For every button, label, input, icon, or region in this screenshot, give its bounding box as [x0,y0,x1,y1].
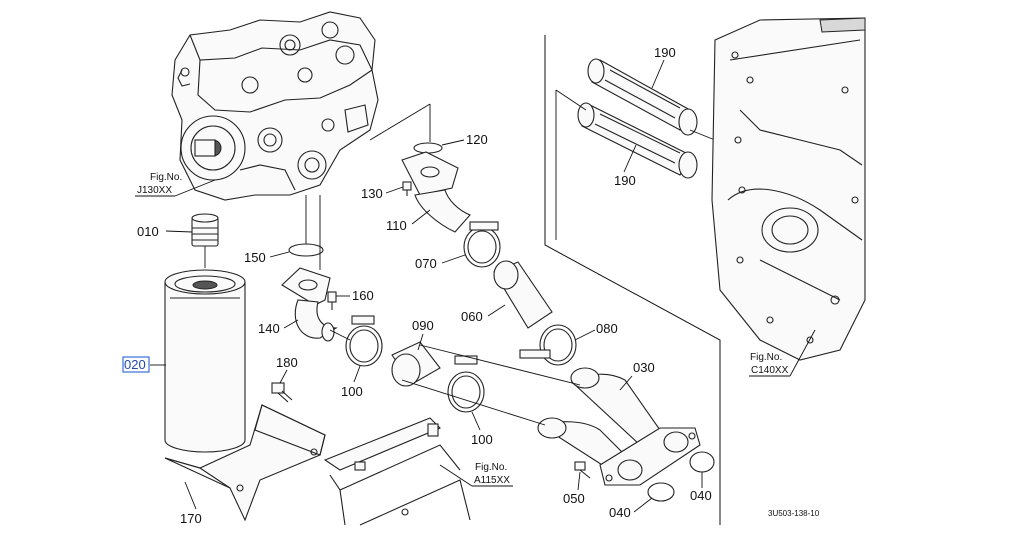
frame-rail-illustration [323,417,471,526]
figure-ref-c140[interactable]: Fig.No. C140XX [749,329,816,377]
callout-130[interactable]: 130 [361,186,404,201]
part-number-label: 080 [596,321,618,336]
part-130-bolt [402,181,412,196]
part-100-clamp-lower [447,355,485,413]
part-number-label: 090 [412,318,434,333]
figure-ref-j130[interactable]: Fig.No. J130XX [135,172,216,197]
part-number-label: 120 [466,132,488,147]
part-number-label: 130 [361,186,383,201]
part-number-label: 100 [471,432,493,447]
callout-020[interactable]: 020 [122,356,166,373]
part-120-oring [413,142,443,154]
part-040-oring-b [689,451,715,473]
part-080-clamp [519,324,577,366]
part-070-clamp [463,221,501,268]
part-number-label: 060 [461,309,483,324]
callout-120[interactable]: 120 [441,132,488,147]
callout-180[interactable]: 180 [276,355,298,384]
callout-070[interactable]: 070 [415,254,466,271]
figure-ref-code: J130XX [137,185,172,196]
figure-ref-label: Fig.No. [150,172,182,183]
callout-150[interactable]: 150 [244,250,290,265]
part-040-oring-a [647,482,675,502]
callout-100-lower[interactable]: 100 [471,411,493,447]
callout-170[interactable]: 170 [180,481,202,526]
callout-190-upper[interactable]: 190 [651,45,676,89]
selected-part-highlight [122,356,150,373]
part-number-label: 040 [609,505,631,520]
callout-040-right[interactable]: 040 [690,472,712,503]
part-020-filter [164,269,246,453]
part-number-label: 160 [352,288,374,303]
part-190-filter-lower [577,102,698,179]
part-number-label: 190 [614,173,636,188]
callout-040-left[interactable]: 040 [609,497,653,520]
part-060-hose [493,260,553,329]
figure-ref-a115[interactable]: Fig.No. A115XX [439,462,513,487]
callout-050[interactable]: 050 [563,471,585,506]
part-050-bolt [574,461,591,479]
figure-ref-code: A115XX [474,475,510,486]
part-010-adapter [191,213,219,247]
part-number-label: 040 [690,488,712,503]
part-170-bracket [164,404,326,522]
callout-190-lower[interactable]: 190 [614,144,637,188]
callout-090[interactable]: 090 [412,318,434,351]
callout-060[interactable]: 060 [461,304,506,324]
part-100-clamp-upper [345,315,383,367]
figure-ref-code: C140XX [751,365,789,376]
transmission-housing-illustration [711,17,866,361]
callout-030[interactable]: 030 [619,360,655,391]
part-number-label: 100 [341,384,363,399]
part-number-label: 070 [415,256,437,271]
part-190-filter-upper [587,58,698,136]
hydraulic-pump-illustration [171,11,379,201]
part-110-elbow [401,151,471,233]
part-030-pipe [537,367,701,486]
figure-ref-label: Fig.No. [475,462,507,473]
part-number-label: 170 [180,511,202,526]
part-140-elbow [281,267,338,342]
figure-ref-label: Fig.No. [750,352,782,363]
callout-100-upper[interactable]: 100 [341,365,363,399]
callout-110[interactable]: 110 [386,209,431,233]
part-number-label: 020 [124,357,146,372]
part-number-label: 150 [244,250,266,265]
part-090-hose [391,341,441,387]
part-number-label: 010 [137,224,159,239]
callout-140[interactable]: 140 [258,319,299,336]
callout-160[interactable]: 160 [336,288,374,303]
part-number-label: 140 [258,321,280,336]
part-number-label: 050 [563,491,585,506]
part-number-label: 190 [654,45,676,60]
part-180-bolt [271,382,293,403]
callout-010[interactable]: 010 [137,224,193,239]
part-160-bolt [327,291,337,310]
drawing-code: 3U503-138-10 [768,509,820,518]
part-150-oring [288,243,324,257]
callout-080[interactable]: 080 [574,321,618,341]
part-number-label: 110 [386,218,407,233]
assembly-frame [544,35,721,525]
part-number-label: 030 [633,360,655,375]
part-number-label: 180 [276,355,298,370]
